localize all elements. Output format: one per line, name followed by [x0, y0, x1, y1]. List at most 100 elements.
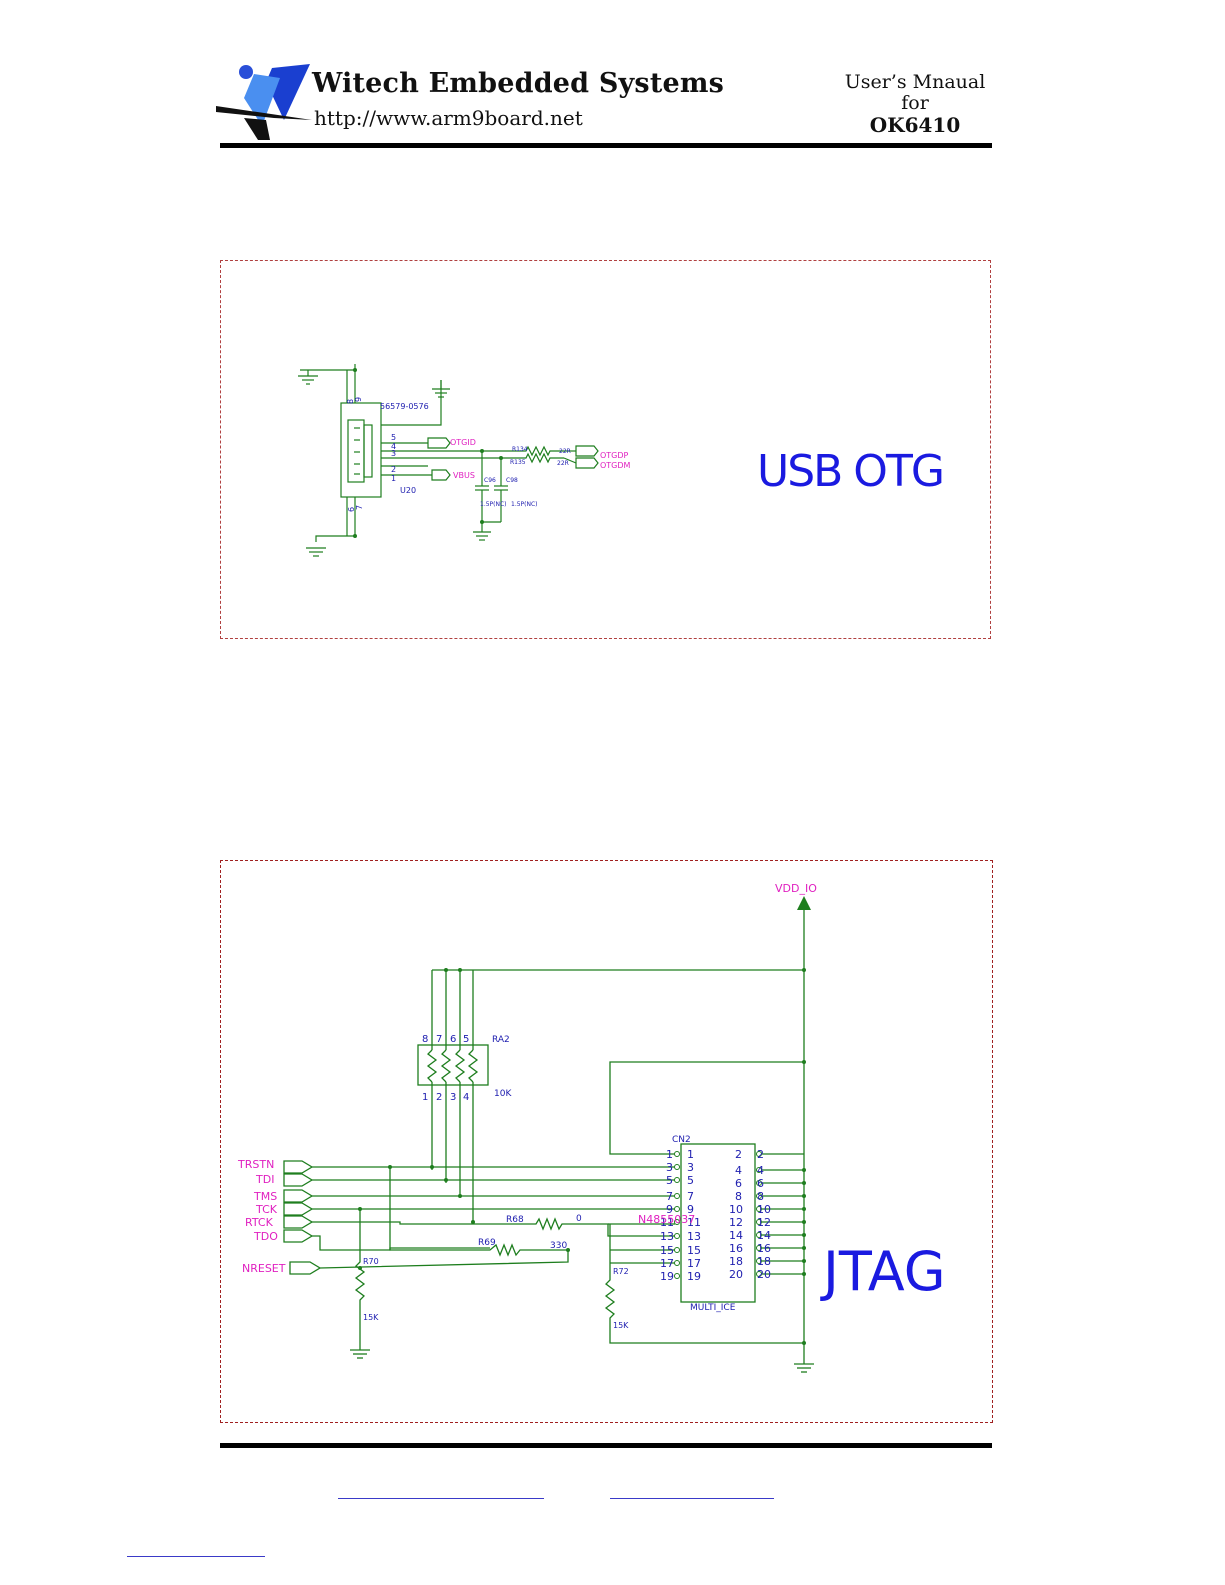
cn2-left-pin-inner: 11: [687, 1216, 701, 1229]
usb-otg-frame: [220, 260, 991, 639]
connector-ref: CN2: [672, 1135, 691, 1145]
shell-pin-7: 7: [355, 505, 364, 510]
usb-otg-schematic: 8 9 6 7 56579-0576 5 4 3 2 1 U20 R134 R1…: [298, 364, 945, 557]
cn2-left-pin-inner: 7: [687, 1190, 694, 1203]
cn2-right-pin-inner: 18: [729, 1255, 743, 1268]
r69-ref: R69: [478, 1238, 496, 1248]
cn2-right-pin-outer: 14: [757, 1229, 771, 1242]
footer-link-underline[interactable]: [338, 1498, 544, 1499]
cn2-left-pin-inner: 5: [687, 1174, 694, 1187]
cn2-left-pin-inner: 3: [687, 1161, 694, 1174]
capacitor-ref: C98: [506, 477, 518, 484]
connector-ref: U20: [400, 486, 416, 495]
cn2-right-pin-inner: 14: [729, 1229, 743, 1242]
connector-part-number: 56579-0576: [380, 402, 429, 411]
cn2-right-pin-inner: 16: [729, 1242, 743, 1255]
cn2-right-pin-inner: 4: [735, 1164, 742, 1177]
r70-ref: R70: [363, 1257, 379, 1266]
cn2-right-pin-inner: 10: [729, 1203, 743, 1216]
ra2-pin: 7: [436, 1034, 442, 1045]
cn2-left-pin-inner: 17: [687, 1257, 701, 1270]
manual-line2: for: [901, 92, 929, 114]
cn2-left-pin-inner: 13: [687, 1230, 701, 1243]
ra2-value: 10K: [494, 1089, 512, 1099]
ra2-ref: RA2: [492, 1035, 510, 1045]
jtag-schematic: 8 7 6 5 1 2 3 4 RA2 10K CN2 MULTI_ICE R6…: [237, 882, 946, 1373]
r68-value: 0: [576, 1214, 582, 1224]
jtag-frame: [220, 860, 993, 1423]
cn2-right-pin-outer: 20: [757, 1268, 771, 1281]
cn2-right-pin-outer: 12: [757, 1216, 771, 1229]
shell-pin-6: 6: [347, 507, 356, 512]
footer-link-underline[interactable]: [610, 1498, 774, 1499]
company-name: Witech Embedded Systems: [312, 68, 725, 99]
supply-vdd-io: VDD_IO: [775, 882, 817, 895]
signal-tck: TCK: [255, 1203, 278, 1216]
signal-tdo: TDO: [253, 1230, 278, 1243]
pin-label: 4: [391, 442, 396, 451]
signal-tms: TMS: [253, 1190, 277, 1203]
ra2-pin: 2: [436, 1092, 442, 1103]
ra2-pin: 8: [422, 1034, 428, 1045]
cn2-right-pin-outer: 10: [757, 1203, 771, 1216]
ra2-pin: 1: [422, 1092, 428, 1103]
capacitor-value: 1.5P(NC): [480, 501, 507, 508]
resistor-ref: R134: [512, 446, 528, 453]
net-otgdm: OTGDM: [600, 461, 631, 470]
cn2-right-pin-outer: 6: [757, 1177, 764, 1190]
cn2-left-pin-outer: 11: [660, 1216, 674, 1229]
r68-ref: R68: [506, 1215, 524, 1225]
resistor-ref: R135: [510, 459, 526, 466]
pin-label: 2: [391, 465, 396, 474]
jtag-title: JTAG: [820, 1240, 946, 1303]
manual-line1: User’s Mnaual: [844, 71, 986, 93]
cn2-right-pin-inner: 12: [729, 1216, 743, 1229]
usb-otg-title: USB OTG: [757, 446, 943, 497]
cn2-left-pin-outer: 15: [660, 1244, 674, 1257]
cn2-left-pin-inner: 15: [687, 1244, 701, 1257]
cn2-right-pin-inner: 2: [735, 1148, 742, 1161]
cn2-right-pin-outer: 16: [757, 1242, 771, 1255]
cn2-right-pin-outer: 2: [757, 1148, 764, 1161]
net-otgid: OTGID: [450, 438, 476, 447]
footer-link-underline[interactable]: [127, 1556, 265, 1557]
cn2-left-pin-outer: 3: [666, 1161, 673, 1174]
pin-label: 5: [391, 433, 396, 442]
pin-label: 1: [391, 474, 396, 483]
manual-title: User’s Mnaual for OK6410: [820, 72, 1010, 136]
manual-model: OK6410: [869, 113, 961, 137]
r70-value: 15K: [363, 1313, 379, 1322]
cn2-left-pin-outer: 1: [666, 1148, 673, 1161]
shell-pin-9: 9: [354, 397, 363, 402]
cn2-right-pin-inner: 8: [735, 1190, 742, 1203]
cn2-right-pin-inner: 20: [729, 1268, 743, 1281]
connector-name: MULTI_ICE: [690, 1303, 736, 1313]
cn2-right-pin-outer: 4: [757, 1164, 764, 1177]
capacitor-value: 1.5P(NC): [511, 501, 538, 508]
net-otgdp: OTGDP: [600, 451, 629, 460]
shell-pin-8: 8: [346, 399, 355, 404]
header-rule: [220, 143, 992, 148]
cn2-right-pin-outer: 18: [757, 1255, 771, 1268]
company-url: http://www.arm9board.net: [314, 106, 583, 130]
cn2-right-pin-outer: 8: [757, 1190, 764, 1203]
cn2-left-pin-outer: 5: [666, 1174, 673, 1187]
cn2-left-pin-outer: 9: [666, 1203, 673, 1216]
r69-value: 330: [550, 1241, 567, 1251]
cn2-right-pin-inner: 6: [735, 1177, 742, 1190]
cn2-left-pin-inner: 9: [687, 1203, 694, 1216]
signal-nreset: NRESET: [242, 1262, 286, 1275]
capacitor-ref: C96: [484, 477, 496, 484]
net-vbus: VBUS: [453, 471, 475, 480]
footer-rule: [220, 1443, 992, 1448]
net-label: N4855037: [638, 1213, 695, 1226]
cn2-left-pin-inner: 1: [687, 1148, 694, 1161]
r72-value: 15K: [613, 1321, 629, 1330]
cn2-left-pin-inner: 19: [687, 1270, 701, 1283]
cn2-left-pin-outer: 13: [660, 1230, 674, 1243]
signal-tdi: TDI: [255, 1173, 274, 1186]
r72-ref: R72: [613, 1267, 629, 1276]
resistor-value: 22R: [559, 448, 571, 455]
cn2-left-pin-outer: 19: [660, 1270, 674, 1283]
cn2-left-pin-outer: 17: [660, 1257, 674, 1270]
